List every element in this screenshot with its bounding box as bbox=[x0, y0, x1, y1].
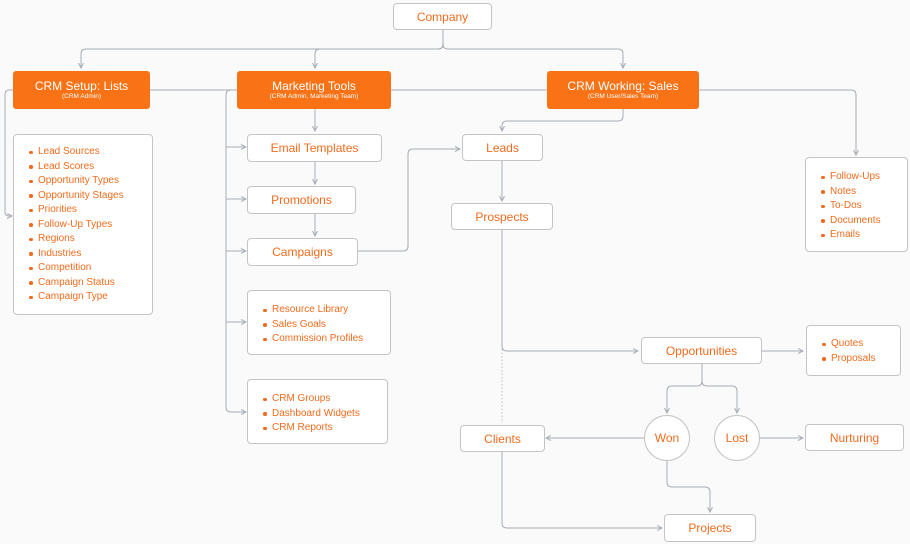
crm-setup-title: CRM Setup: Lists bbox=[34, 79, 129, 93]
marketing-tools-title: Marketing Tools bbox=[272, 79, 356, 93]
list-item: Competition bbox=[29, 261, 152, 276]
marketing-tools-header[interactable]: Marketing Tools (CRM Admin, Marketing Te… bbox=[237, 71, 391, 109]
crm-working-header[interactable]: CRM Working: Sales (CRM User/Sales Team) bbox=[547, 71, 699, 109]
company-label: Company bbox=[416, 9, 469, 24]
crm-setup-list: Lead Sources Lead Scores Opportunity Typ… bbox=[13, 134, 153, 315]
prospects-to-opportunities-arrow bbox=[501, 230, 638, 351]
list-item: Resource Library bbox=[263, 303, 390, 318]
crm-setup-to-list-arrow bbox=[4, 89, 13, 216]
list-item: Lead Sources bbox=[29, 145, 152, 160]
list-item: Opportunity Types bbox=[29, 174, 152, 189]
projects-node[interactable]: Projects bbox=[664, 514, 756, 542]
list-item: Opportunity Stages bbox=[29, 189, 152, 204]
reports-list: CRM Groups Dashboard Widgets CRM Reports bbox=[247, 379, 388, 444]
lost-node[interactable]: Lost bbox=[714, 415, 760, 461]
resources-list: Resource Library Sales Goals Commission … bbox=[247, 290, 391, 355]
list-item: Commission Profiles bbox=[263, 332, 390, 347]
email-templates-label: Email Templates bbox=[270, 141, 359, 155]
projects-label: Projects bbox=[688, 521, 732, 535]
lost-label: Lost bbox=[725, 431, 749, 445]
list-item: Proposals bbox=[822, 352, 900, 367]
campaigns-node[interactable]: Campaigns bbox=[247, 238, 358, 266]
promotions-node[interactable]: Promotions bbox=[247, 186, 356, 214]
list-item: Lead Scores bbox=[29, 160, 152, 175]
list-item: Documents bbox=[821, 214, 907, 229]
list-item: Industries bbox=[29, 247, 152, 262]
campaigns-to-leads-arrow bbox=[358, 149, 460, 252]
list-item: Sales Goals bbox=[263, 318, 390, 333]
crm-setup-header[interactable]: CRM Setup: Lists (CRM Admin) bbox=[13, 71, 150, 109]
clients-label: Clients bbox=[484, 431, 521, 446]
marketing-tools-subtitle: (CRM Admin, Marketing Team) bbox=[269, 93, 359, 100]
promotions-label: Promotions bbox=[271, 193, 332, 207]
company-to-crm-working-arrow bbox=[442, 30, 623, 68]
prospects-node[interactable]: Prospects bbox=[451, 203, 553, 230]
list-item: Regions bbox=[29, 232, 152, 247]
clients-to-projects-arrow bbox=[501, 452, 662, 528]
opportunities-label: Opportunities bbox=[665, 343, 738, 358]
clients-node[interactable]: Clients bbox=[460, 425, 545, 452]
email-templates-node[interactable]: Email Templates bbox=[247, 134, 382, 162]
nurturing-label: Nurturing bbox=[829, 430, 880, 445]
crm-working-subtitle: (CRM User/Sales Team) bbox=[587, 93, 659, 100]
opportunity-items-list: Quotes Proposals bbox=[806, 325, 901, 376]
activities-list: Follow-Ups Notes To-Dos Documents Emails bbox=[805, 157, 908, 252]
company-node[interactable]: Company bbox=[393, 3, 492, 30]
list-item: Campaign Type bbox=[29, 290, 152, 305]
list-item: Follow-Ups bbox=[821, 170, 907, 185]
opportunities-to-lost-arrow bbox=[701, 364, 737, 413]
list-item: Campaign Status bbox=[29, 276, 152, 291]
opportunities-to-won-arrow bbox=[667, 364, 703, 413]
crm-working-to-leads-arrow bbox=[502, 109, 624, 131]
campaigns-label: Campaigns bbox=[272, 245, 333, 259]
list-item: Follow-Up Types bbox=[29, 218, 152, 233]
list-item: Quotes bbox=[822, 337, 900, 352]
list-item: Priorities bbox=[29, 203, 152, 218]
nurturing-node[interactable]: Nurturing bbox=[805, 424, 904, 451]
list-item: CRM Reports bbox=[263, 421, 387, 436]
list-item: Notes bbox=[821, 185, 907, 200]
crm-working-to-activities-arrow bbox=[699, 89, 856, 155]
crm-setup-subtitle: (CRM Admin) bbox=[61, 93, 101, 100]
company-to-marketing-arrow bbox=[315, 30, 444, 68]
list-item: Dashboard Widgets bbox=[263, 407, 387, 422]
crm-working-title: CRM Working: Sales bbox=[567, 79, 679, 93]
won-node[interactable]: Won bbox=[644, 415, 690, 461]
list-item: CRM Groups bbox=[263, 392, 387, 407]
won-label: Won bbox=[654, 431, 680, 445]
leads-label: Leads bbox=[486, 140, 519, 155]
won-to-projects-arrow bbox=[666, 461, 710, 512]
list-item: To-Dos bbox=[821, 199, 907, 214]
prospects-label: Prospects bbox=[475, 209, 529, 224]
list-item: Emails bbox=[821, 228, 907, 243]
leads-node[interactable]: Leads bbox=[462, 134, 543, 161]
opportunities-node[interactable]: Opportunities bbox=[641, 337, 762, 364]
